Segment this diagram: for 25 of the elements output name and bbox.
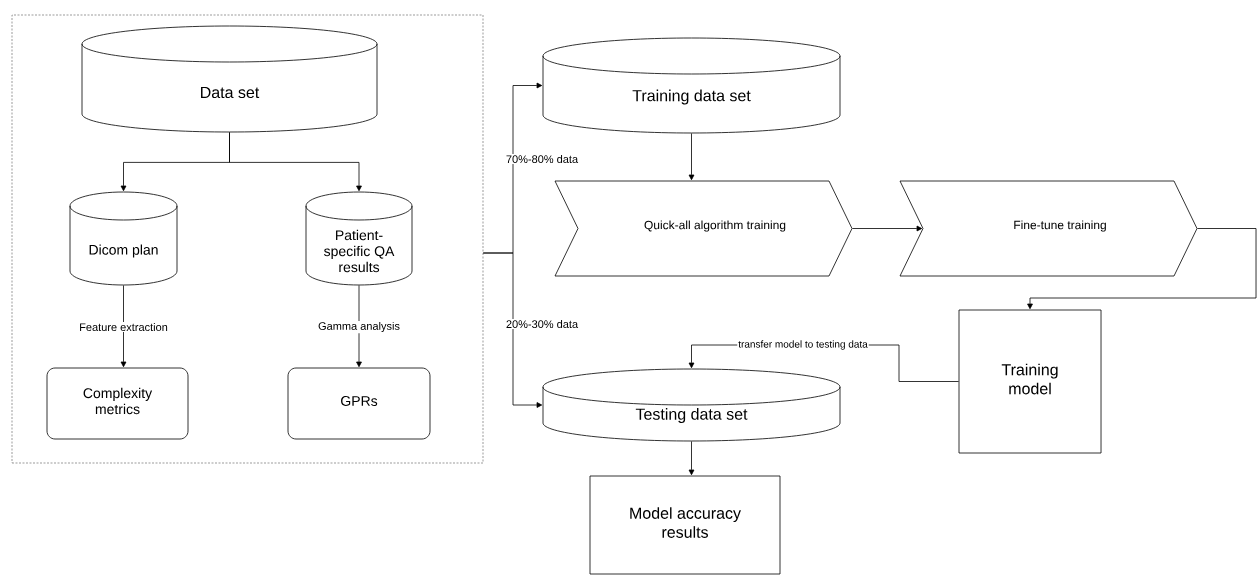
rounded-box: Complexity metrics [46, 367, 189, 440]
process-step: Quick-all algorithm training [554, 180, 853, 277]
edge-label: 20%-30% data [504, 318, 580, 330]
arrow [229, 132, 362, 192]
arrow [482, 252, 543, 408]
edge-label: Gamma analysis [317, 320, 401, 334]
database-cylinder: Patient-specific QA results [305, 191, 413, 286]
arrow [1027, 228, 1257, 310]
edge-label: Feature extraction [78, 321, 169, 333]
database-cylinder: Testing data set [542, 368, 841, 442]
process-box: Training model [958, 309, 1102, 454]
database-cylinder: Data set [81, 25, 378, 133]
arrow [852, 225, 923, 232]
dashed-frame [11, 14, 484, 464]
process-box: Model accuracy results [589, 475, 781, 575]
arrow [688, 133, 695, 181]
database-cylinder: Dicom plan [69, 191, 178, 286]
arrow [688, 441, 695, 476]
process-step: Fine-tune training [899, 180, 1198, 277]
edge-label: transfer model to testing data [737, 339, 869, 351]
arrow [356, 285, 362, 368]
edge-label: 70%-80% data [504, 153, 580, 165]
database-cylinder: Training data set [542, 37, 841, 134]
arrow [120, 285, 127, 368]
rounded-box: GPRs [287, 367, 431, 440]
